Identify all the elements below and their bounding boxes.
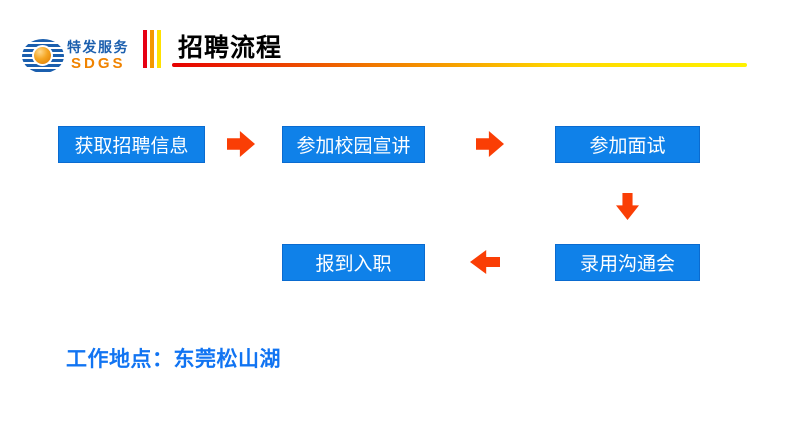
page-title: 招聘流程: [178, 34, 283, 62]
title-underline-rule: [172, 63, 747, 67]
accent-bar-yellow: [157, 30, 161, 68]
step-interview: 参加面试: [555, 126, 700, 163]
step-offer-meeting: 录用沟通会: [555, 244, 700, 281]
accent-bar-orange: [150, 30, 154, 68]
arrow-down-icon: [616, 193, 639, 220]
accent-bar-red: [143, 30, 147, 68]
company-logo: 特发服务 SDGS: [67, 40, 129, 71]
arrow-right-icon: [227, 131, 255, 157]
arrow-right-icon: [476, 131, 504, 157]
step-onboarding: 报到入职: [282, 244, 425, 281]
step-obtain-recruitment-info: 获取招聘信息: [58, 126, 205, 163]
logo-abbr: SDGS: [71, 55, 126, 72]
logo-name: 特发服务: [67, 39, 129, 55]
logo-globe-icon: [22, 39, 64, 73]
arrow-left-icon: [470, 250, 500, 274]
logo-ball-icon: [32, 45, 53, 66]
step-campus-presentation: 参加校园宣讲: [282, 126, 425, 163]
work-location-text: 工作地点：东莞松山湖: [66, 348, 281, 371]
